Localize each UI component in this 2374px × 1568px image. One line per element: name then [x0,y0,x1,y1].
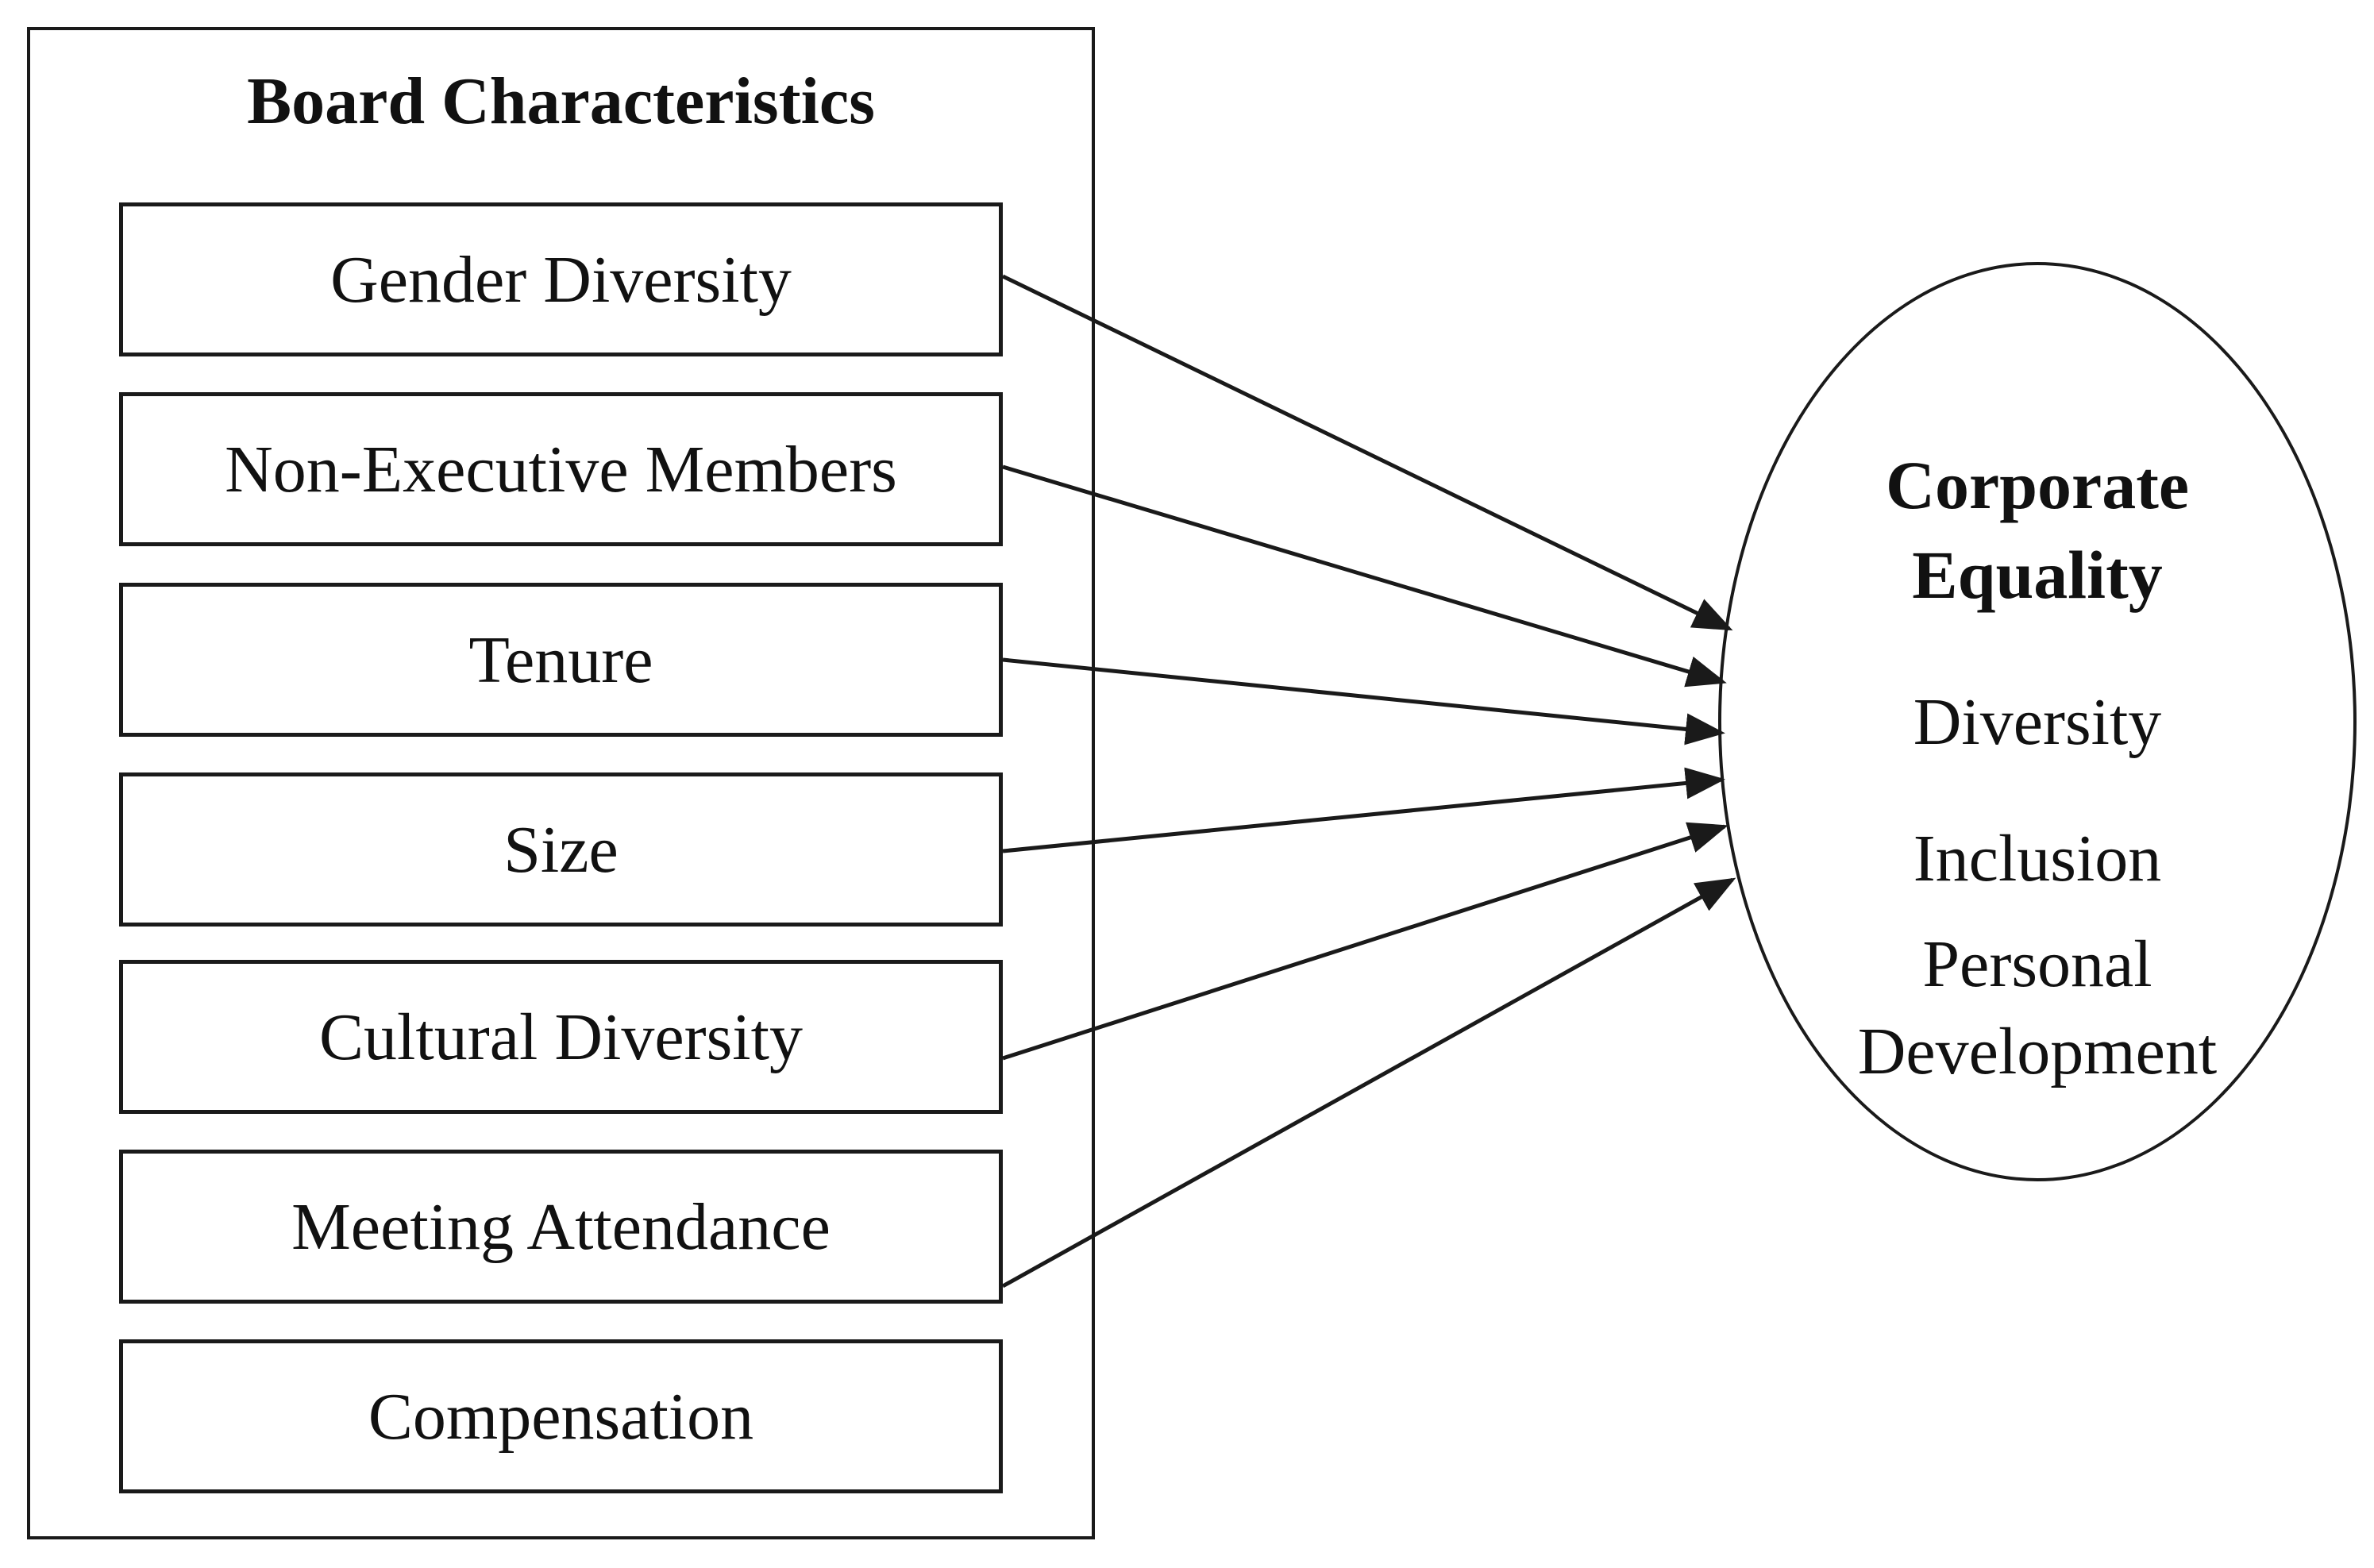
target-item-development: Development [1857,1015,2218,1088]
arrow-size [1002,767,1725,853]
board-characteristics-title: Board Characteristics [247,64,875,138]
arrow-gender-diversity [1001,274,1733,631]
arrow-meeting-attendance [1001,877,1736,1289]
factor-cultural-diversity: Cultural Diversity [119,960,1003,1114]
board-characteristics-group [27,27,1095,1539]
arrow-cultural-diversity [1002,822,1728,1061]
target-title-line-2: Equality [1912,537,2163,613]
corporate-equality-title: Corporate Equality [1718,441,2357,620]
target-item-inclusion: Inclusion [1913,822,2162,896]
arrow-tenure [1002,657,1725,745]
factor-gender-diversity: Gender Diversity [119,202,1003,356]
target-title-line-1: Corporate [1885,447,2190,523]
target-item-diversity: Diversity [1913,685,2162,759]
arrow-non-executive-members [1002,464,1727,688]
factor-size: Size [119,772,1003,927]
factor-compensation: Compensation [119,1339,1003,1493]
target-item-personal: Personal [1922,927,2152,1001]
factor-non-executive-members: Non-Executive Members [119,392,1003,546]
corporate-equality-ellipse [1718,262,2357,1181]
factor-meeting-attendance: Meeting Attendance [119,1150,1003,1304]
factor-tenure: Tenure [119,583,1003,737]
